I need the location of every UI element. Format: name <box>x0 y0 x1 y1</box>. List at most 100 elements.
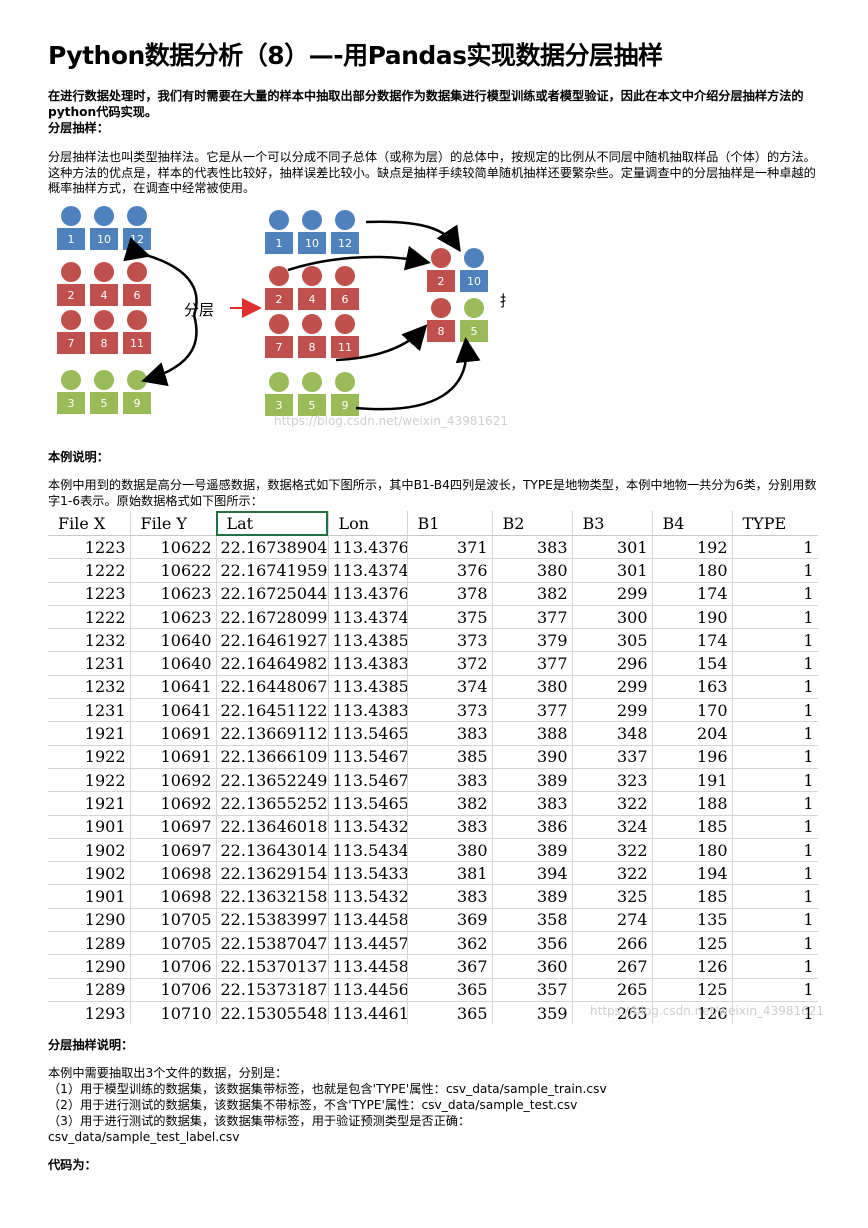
table-cell: 10622 <box>130 558 217 583</box>
table-cell: 1902 <box>48 838 131 863</box>
table-cell: 1 <box>732 721 818 746</box>
section-heading-sampling-notes: 分层抽样说明： <box>48 1038 134 1052</box>
table-cell: 322 <box>572 791 653 816</box>
figure-box <box>90 228 118 250</box>
table-cell: 1902 <box>48 861 131 886</box>
table-cell: 113.4385 <box>328 628 408 653</box>
figure-ball <box>127 310 147 330</box>
table-cell: 1223 <box>48 535 131 560</box>
table-cell: 1 <box>732 791 818 816</box>
figure-box <box>123 284 151 306</box>
table-cell: 10706 <box>130 978 217 1002</box>
figure-ball <box>302 314 322 334</box>
table-cell: 113.4456 <box>328 978 408 1002</box>
table-cell: 296 <box>572 651 653 676</box>
table-cell: 389 <box>492 768 573 793</box>
table-cell: 1 <box>732 1001 818 1024</box>
figure-box-label: 3 <box>68 397 75 410</box>
figure-ball <box>269 372 289 392</box>
table-cell: 385 <box>407 745 493 769</box>
column-header: B4 <box>652 511 733 536</box>
stratify-label: 分层 <box>184 301 214 319</box>
table-cell: 180 <box>652 838 733 863</box>
figure-box <box>123 392 151 414</box>
table-cell: 1 <box>732 651 818 676</box>
table-cell: 10710 <box>130 1001 217 1024</box>
table-cell: 113.4458 <box>328 908 408 933</box>
table-cell: 113.4457 <box>328 931 408 956</box>
table-cell: 265 <box>572 978 653 1002</box>
figure-box <box>90 392 118 414</box>
column-header: B1 <box>407 511 493 536</box>
table-cell: 1289 <box>48 978 131 1002</box>
arrow-sample-green <box>355 337 481 411</box>
figure-box-label: 1 <box>276 237 283 250</box>
table-cell: 380 <box>492 675 573 700</box>
intro-paragraph: 在进行数据处理时，我们有时需要在大量的样本中抽取出部分数据作为数据集进行模型训练… <box>48 89 804 119</box>
figure-ball <box>94 206 114 226</box>
table-cell: 379 <box>492 628 573 653</box>
table-cell: 365 <box>407 1001 493 1024</box>
figure-box-label: 7 <box>276 341 283 354</box>
figure-box <box>460 320 488 342</box>
figure-box <box>265 336 293 358</box>
table-cell: 113.5432 <box>328 815 408 839</box>
table-cell: 1901 <box>48 884 131 909</box>
arrow-sample-red-2 <box>335 324 428 362</box>
table-cell: 204 <box>652 721 733 746</box>
table-cell: 323 <box>572 768 653 793</box>
table-cell: 389 <box>492 884 573 909</box>
section-heading-example: 本例说明： <box>48 450 109 464</box>
figure-box <box>298 232 326 254</box>
column-header: Lon <box>328 511 408 536</box>
figure-box-label: 1 <box>68 233 75 246</box>
table-cell: 300 <box>572 605 653 630</box>
figure-box-label: 5 <box>101 397 108 410</box>
table-cell: 325 <box>572 884 653 909</box>
table-cell: 113.5467 <box>328 745 408 769</box>
table-cell: 265 <box>572 1001 653 1024</box>
figure-ball <box>269 314 289 334</box>
table-cell: 382 <box>407 791 493 816</box>
table-cell: 22.13666109 <box>216 745 329 769</box>
table-cell: 10705 <box>130 931 217 956</box>
table-cell: 371 <box>407 535 493 560</box>
table-cell: 1 <box>732 908 818 933</box>
sampling-line-2: （2）用于进行测试的数据集，该数据集不带标签，不含'TYPE'属性：csv_da… <box>48 1098 578 1112</box>
table-cell: 174 <box>652 628 733 653</box>
table-cell: 359 <box>492 1001 573 1024</box>
table-cell: 301 <box>572 535 653 560</box>
figure-box <box>265 232 293 254</box>
table-cell: 22.13646018 <box>216 815 329 839</box>
figure-box-label: 11 <box>130 337 144 350</box>
table-cell: 1 <box>732 605 818 630</box>
figure-box <box>90 284 118 306</box>
figure-box <box>331 232 359 254</box>
table-cell: 299 <box>572 582 653 606</box>
figure-box-label: 10 <box>305 237 319 250</box>
table-watermark: https://blog.csdn.net/weixin_43981621 <box>590 1004 825 1018</box>
table-cell: 390 <box>492 745 573 769</box>
table-cell: 1 <box>732 884 818 909</box>
column-header: Lat <box>216 511 329 536</box>
table-cell: 377 <box>492 651 573 676</box>
figure-box <box>460 270 488 292</box>
figure-box-label: 4 <box>101 289 108 302</box>
table-cell: 10691 <box>130 745 217 769</box>
figure-box <box>298 394 326 416</box>
table-cell: 1222 <box>48 605 131 630</box>
page-title: Python数据分析（8）—-用Pandas实现数据分层抽样 <box>48 41 663 70</box>
table-cell: 113.4461 <box>328 1001 408 1024</box>
table-cell: 22.13669112 <box>216 721 329 746</box>
table-cell: 381 <box>407 861 493 886</box>
